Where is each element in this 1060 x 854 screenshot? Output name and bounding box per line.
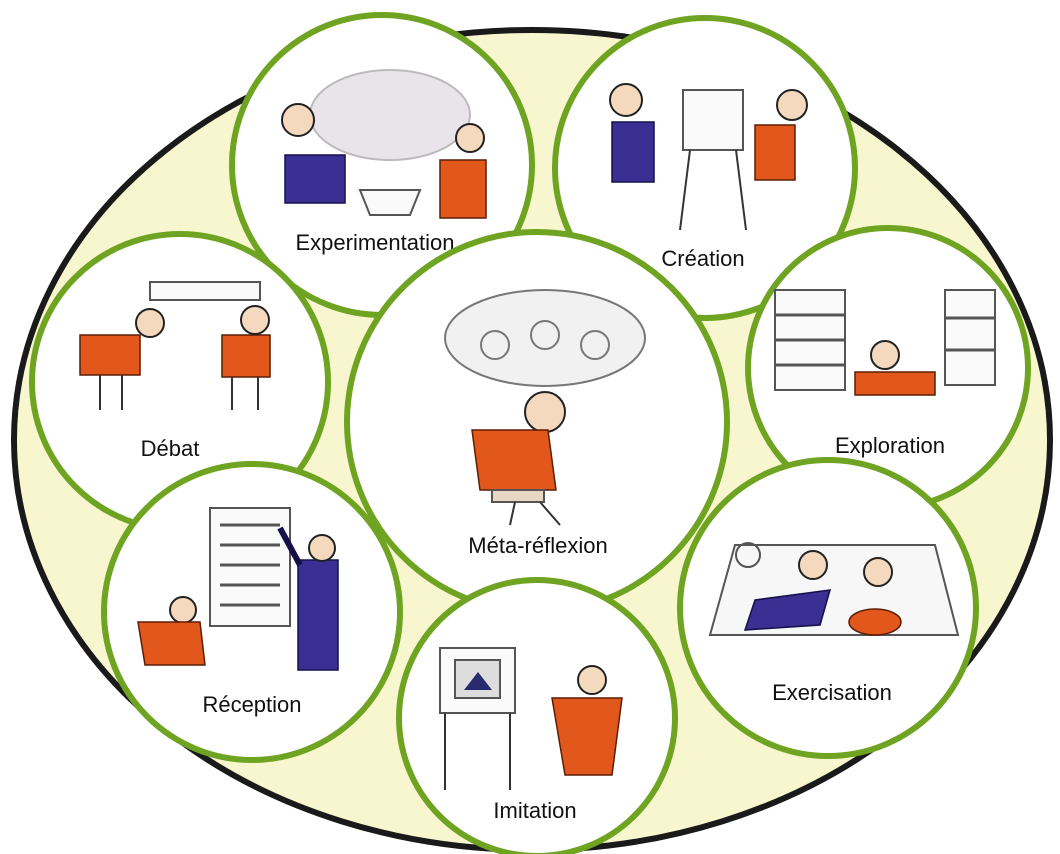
easel-painter-illustration [609, 83, 808, 231]
station-exploration: Exploration [745, 225, 1031, 511]
station-label: Exercisation [772, 680, 892, 705]
debate-illustration [79, 281, 271, 410]
books-reader-illustration [774, 289, 996, 396]
exercise-desk-illustration [708, 542, 960, 636]
station-reception: Réception [101, 461, 403, 763]
station-experimentation: Experimentation [229, 12, 535, 318]
thinking-person-illustration [444, 289, 646, 526]
station-meta-reflexion: Méta-réflexion [344, 229, 730, 615]
station-label: Exploration [835, 433, 945, 458]
lecture-illustration [137, 507, 339, 671]
center-label: Méta-réflexion [468, 533, 607, 558]
station-label: Débat [141, 436, 200, 461]
station-label: Réception [202, 692, 301, 717]
station-exercisation: Exercisation [677, 457, 979, 759]
station-creation: Création [552, 15, 858, 321]
experiment-illustration [281, 69, 487, 219]
station-debat: Débat [29, 231, 331, 533]
station-imitation: Imitation [396, 577, 678, 854]
imitation-illustration [439, 647, 623, 790]
station-label: Imitation [493, 798, 576, 823]
station-label: Création [661, 246, 744, 271]
station-label: Experimentation [296, 230, 455, 255]
